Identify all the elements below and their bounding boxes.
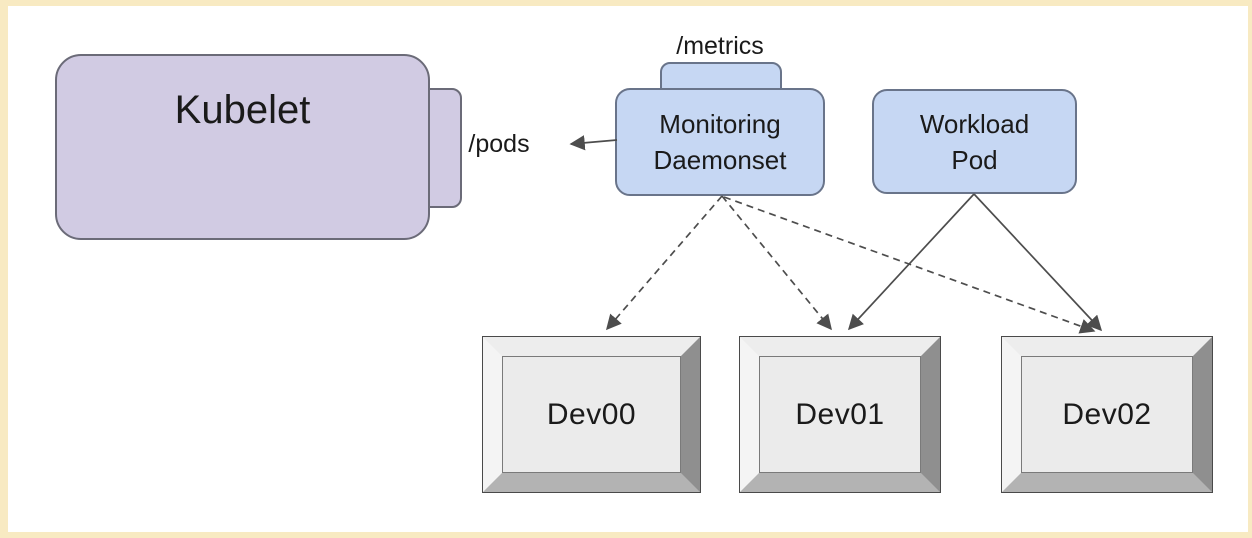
node-device-dev01: Dev01: [739, 336, 941, 493]
workload-label-line2: Pod: [951, 144, 998, 175]
monitoring-label-line2: Daemonset: [653, 145, 787, 175]
node-device-dev02: Dev02: [1001, 336, 1213, 493]
dev02-label: Dev02: [1062, 397, 1152, 431]
node-workload-pod: Workload Pod: [872, 89, 1077, 194]
pods-endpoint-label: /pods: [468, 130, 530, 158]
dev01-label: Dev01: [795, 397, 885, 431]
kubelet-label: Kubelet: [174, 88, 311, 132]
node-monitoring-daemonset: Monitoring Daemonset: [615, 88, 825, 196]
dev00-label: Dev00: [546, 397, 637, 431]
monitoring-label-line1: Monitoring: [659, 109, 781, 139]
node-device-dev00: Dev00: [482, 336, 701, 493]
workload-label-line1: Workload: [919, 108, 1030, 139]
metrics-endpoint-label: /metrics: [676, 32, 764, 60]
node-kubelet: Kubelet: [55, 54, 430, 240]
